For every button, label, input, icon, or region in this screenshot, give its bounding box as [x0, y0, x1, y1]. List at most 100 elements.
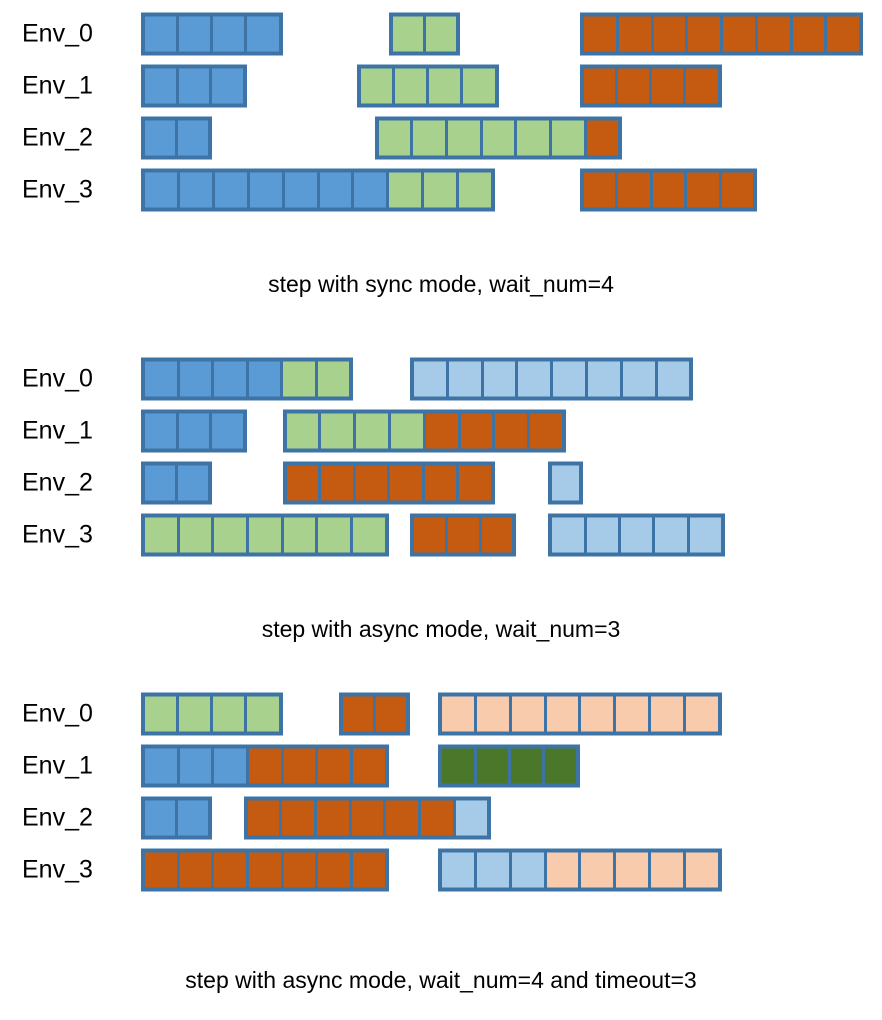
timeline-track — [0, 353, 882, 405]
timeline-cell-orange — [652, 68, 687, 104]
timeline-cell-peach — [477, 696, 512, 732]
timeline-cell-blue — [212, 413, 244, 449]
timeline-segment — [579, 168, 757, 212]
timeline-cell-orange — [652, 172, 688, 208]
timeline-cell-green — [145, 696, 180, 732]
timeline-row: Env_0 — [0, 353, 882, 405]
timeline-cell-orange — [460, 413, 496, 449]
timeline-track — [0, 457, 882, 509]
timeline-cell-peach — [442, 696, 478, 732]
timeline-cell-green — [413, 120, 448, 156]
timeline-track — [0, 112, 882, 164]
timeline-cell-orange — [618, 68, 653, 104]
timeline-cell-green — [463, 68, 495, 104]
timeline-cell-blue — [284, 172, 320, 208]
timeline-cell-peach — [511, 696, 547, 732]
timeline-cell-peach — [651, 696, 686, 732]
timeline-cell-green — [378, 120, 414, 156]
timeline-cell-light-blue — [587, 361, 623, 397]
timeline-cell-green — [318, 517, 354, 553]
timeline-segment — [141, 357, 354, 401]
timeline-cell-peach — [685, 852, 718, 888]
timeline-cell-orange — [686, 68, 718, 104]
timeline-cell-peach — [651, 852, 686, 888]
timeline-cell-dark-green — [442, 748, 477, 784]
timeline-cell-blue — [179, 361, 215, 397]
timeline-cell-orange — [721, 172, 753, 208]
timeline-cell-orange — [424, 465, 460, 501]
timeline-cell-green — [321, 413, 357, 449]
timeline-cell-light-blue — [414, 361, 449, 397]
timeline-row: Env_2 — [0, 457, 882, 509]
timeline-segment — [141, 409, 248, 453]
env-label-0: Env_0 — [22, 364, 93, 393]
timeline-cell-blue — [145, 68, 179, 104]
timeline-cell-orange — [583, 172, 619, 208]
timeline-track — [0, 740, 882, 792]
timeline-row: Env_1 — [0, 405, 882, 457]
timeline-cell-green — [283, 517, 319, 553]
timeline-cell-green — [317, 361, 350, 397]
timeline-cell-orange — [145, 852, 180, 888]
timeline-cell-orange — [214, 852, 250, 888]
timeline-track — [0, 405, 882, 457]
timeline-cell-light-blue — [511, 852, 547, 888]
timeline-cell-orange — [282, 800, 318, 836]
timeline-track — [0, 60, 882, 112]
timeline-cell-green — [517, 120, 553, 156]
timeline-cell-blue — [178, 413, 213, 449]
timeline-row: Env_2 — [0, 112, 882, 164]
timeline-cell-blue — [354, 172, 390, 208]
timeline-cell-orange — [530, 413, 562, 449]
timeline-cell-orange — [283, 748, 319, 784]
timeline-cell-orange — [179, 852, 215, 888]
timeline-cell-green — [179, 517, 215, 553]
timeline-segment — [141, 116, 212, 160]
timeline-segment — [579, 12, 864, 56]
timeline-cell-blue — [145, 120, 178, 156]
timeline-cell-blue — [179, 748, 215, 784]
timeline-cell-green — [145, 517, 180, 553]
timeline-track — [0, 688, 882, 740]
timeline-row: Env_1 — [0, 740, 882, 792]
timeline-cell-light-blue — [553, 361, 588, 397]
timeline-segment — [339, 692, 411, 736]
timeline-cell-orange — [321, 465, 356, 501]
timeline-cell-blue — [145, 748, 180, 784]
timeline-cell-orange — [757, 16, 793, 52]
timeline-row: Env_3 — [0, 844, 882, 896]
timeline-cell-light-blue — [552, 517, 587, 553]
timeline-cell-dark-green — [476, 748, 511, 784]
timeline-cell-orange — [459, 465, 491, 501]
timeline-cell-orange — [583, 16, 619, 52]
timeline-segment — [548, 461, 584, 505]
timeline-cell-green — [429, 68, 464, 104]
timeline-cell-light-blue — [552, 465, 580, 501]
timeline-segment — [141, 64, 248, 108]
timeline-segment — [374, 116, 623, 160]
timeline-cell-green — [179, 696, 214, 732]
timeline-cell-blue — [319, 172, 355, 208]
timeline-cell-blue — [145, 172, 180, 208]
timeline-cell-blue — [145, 16, 180, 52]
timeline-cell-orange — [792, 16, 828, 52]
env-label-1: Env_1 — [22, 71, 93, 100]
timeline-cell-orange — [249, 748, 284, 784]
timeline-cell-blue — [179, 172, 215, 208]
timeline-cell-green — [424, 172, 460, 208]
timeline-cell-orange — [353, 852, 385, 888]
timeline-cell-orange — [386, 800, 422, 836]
timeline-segment — [141, 848, 389, 892]
timeline-cell-peach — [581, 696, 617, 732]
timeline-cell-orange — [355, 465, 391, 501]
timeline-segment — [141, 744, 389, 788]
timeline-cell-light-blue — [448, 361, 484, 397]
timeline-cell-blue — [249, 172, 285, 208]
timeline-cell-blue — [177, 465, 208, 501]
timeline-cell-orange — [723, 16, 758, 52]
timeline-cell-green — [425, 16, 456, 52]
